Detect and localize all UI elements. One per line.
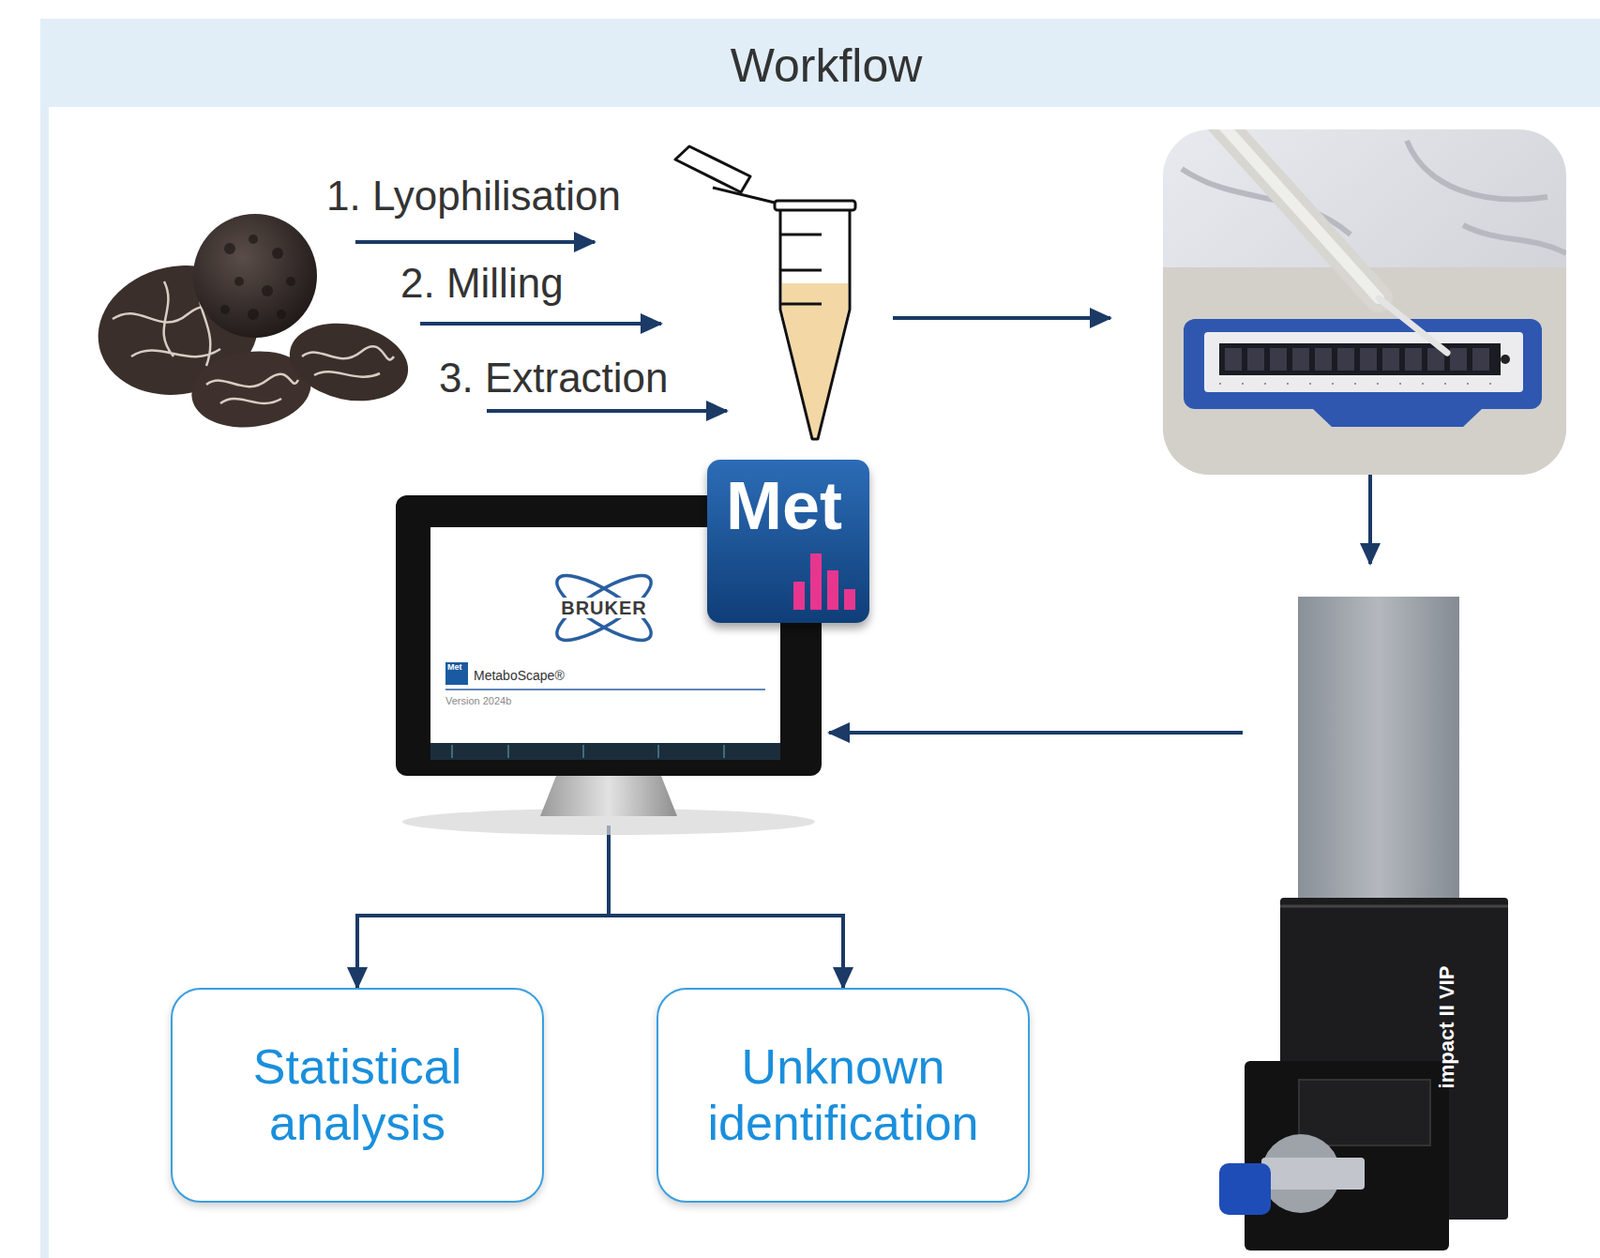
truffle-picture (282, 313, 416, 412)
truffle-picture (271, 247, 284, 259)
sample-tube (780, 302, 822, 306)
truffle-picture (301, 346, 394, 377)
instrument-node: impact II VIP (1242, 596, 1512, 1253)
process-arrows (486, 408, 727, 413)
instrument-edge (1280, 905, 1509, 908)
logo-orbit (548, 564, 659, 651)
instrument-front (1244, 1060, 1450, 1251)
sample-tube (675, 146, 856, 439)
pipetting-photo (1204, 332, 1524, 393)
app-icon-text: Met (725, 467, 843, 545)
truffle-picture (224, 242, 236, 255)
sample-tube (780, 208, 850, 439)
monitor-screen (430, 527, 781, 743)
pipetting-photo (1449, 347, 1467, 371)
pipetting-photo (1219, 343, 1501, 376)
app-icon: Met (707, 459, 870, 623)
screen-rule (445, 688, 766, 691)
process-box: Unknown identification (656, 987, 1030, 1203)
truffle-picture (276, 309, 287, 319)
sample-tube (780, 233, 822, 237)
monitor-stand (540, 775, 678, 816)
instrument-name: impact II VIP (1435, 966, 1459, 1089)
pipetting-photo (1472, 347, 1490, 371)
result-text: Statistical analysis (202, 1039, 513, 1152)
flow-arrow (357, 825, 609, 988)
screen-text: MetaboScape® (473, 667, 565, 683)
instrument-door (1298, 1079, 1431, 1146)
screen-text: Version 2024b (445, 694, 512, 708)
truffle-picture (261, 285, 273, 297)
truffle-picture (220, 234, 296, 320)
source-blue-cap (1219, 1162, 1271, 1215)
step-label: 3. Extraction (438, 354, 669, 403)
truffle-picture (206, 374, 299, 404)
step-label: 1. Lyophilisation (326, 172, 621, 221)
pipetting-photo (1500, 354, 1510, 364)
app-icon-bar (793, 581, 805, 610)
flow-arrow (608, 825, 844, 988)
screen-strip-lines (452, 744, 725, 758)
pipetting-photo (1359, 347, 1377, 371)
truffle-picture (220, 304, 230, 315)
pipetting-photo (1183, 318, 1542, 409)
screen-text: BRUKER (558, 597, 650, 619)
pipetting-photo (1337, 347, 1355, 371)
process-arrows (892, 316, 1111, 320)
pipetting-photo (1313, 408, 1482, 427)
sample-tube (774, 200, 856, 211)
pipetting-photo (1219, 382, 1501, 385)
monitor-bezel (395, 495, 822, 776)
flow-arrow (829, 730, 1243, 735)
step-label: 2. Milling (400, 259, 564, 308)
pipetting-photo (1314, 347, 1332, 371)
screen-text: Met (445, 662, 468, 685)
instrument-drawing (1242, 596, 1512, 1253)
pipetting-photo (1378, 298, 1448, 353)
pipetting-photo (1209, 129, 1379, 299)
logo-orbit (548, 564, 659, 651)
process-arrows (355, 240, 595, 244)
pipetting-photo (1404, 347, 1422, 371)
truffle-picture (193, 213, 317, 338)
source-rod (1261, 1157, 1365, 1190)
diagram-title: Workflow (730, 37, 923, 94)
app-icon-bar (810, 553, 822, 610)
pipetting-photo (1382, 347, 1400, 371)
app-icon-bar (844, 588, 856, 610)
truffle-picture (247, 308, 259, 320)
truffle-picture (286, 276, 296, 287)
pipetting-photo (1292, 347, 1310, 371)
result-text: Unknown identification (688, 1039, 998, 1152)
sample-tube (675, 146, 751, 193)
truffle-picture (248, 234, 258, 244)
sample-tube (780, 269, 822, 272)
truffle-picture (234, 276, 244, 287)
pipetting-photo (1209, 129, 1379, 299)
app-icon-bar (827, 570, 839, 610)
process-box: Statistical analysis (170, 987, 544, 1203)
pipetting-photo (1162, 129, 1567, 475)
instrument-tower (1298, 596, 1460, 906)
pipetting-photo (1224, 347, 1242, 371)
pipetting-photo (1269, 347, 1287, 371)
process-arrows (420, 321, 662, 326)
truffle-picture (86, 213, 416, 436)
screen-strip (430, 742, 781, 760)
pipetting-photo (1247, 347, 1265, 371)
